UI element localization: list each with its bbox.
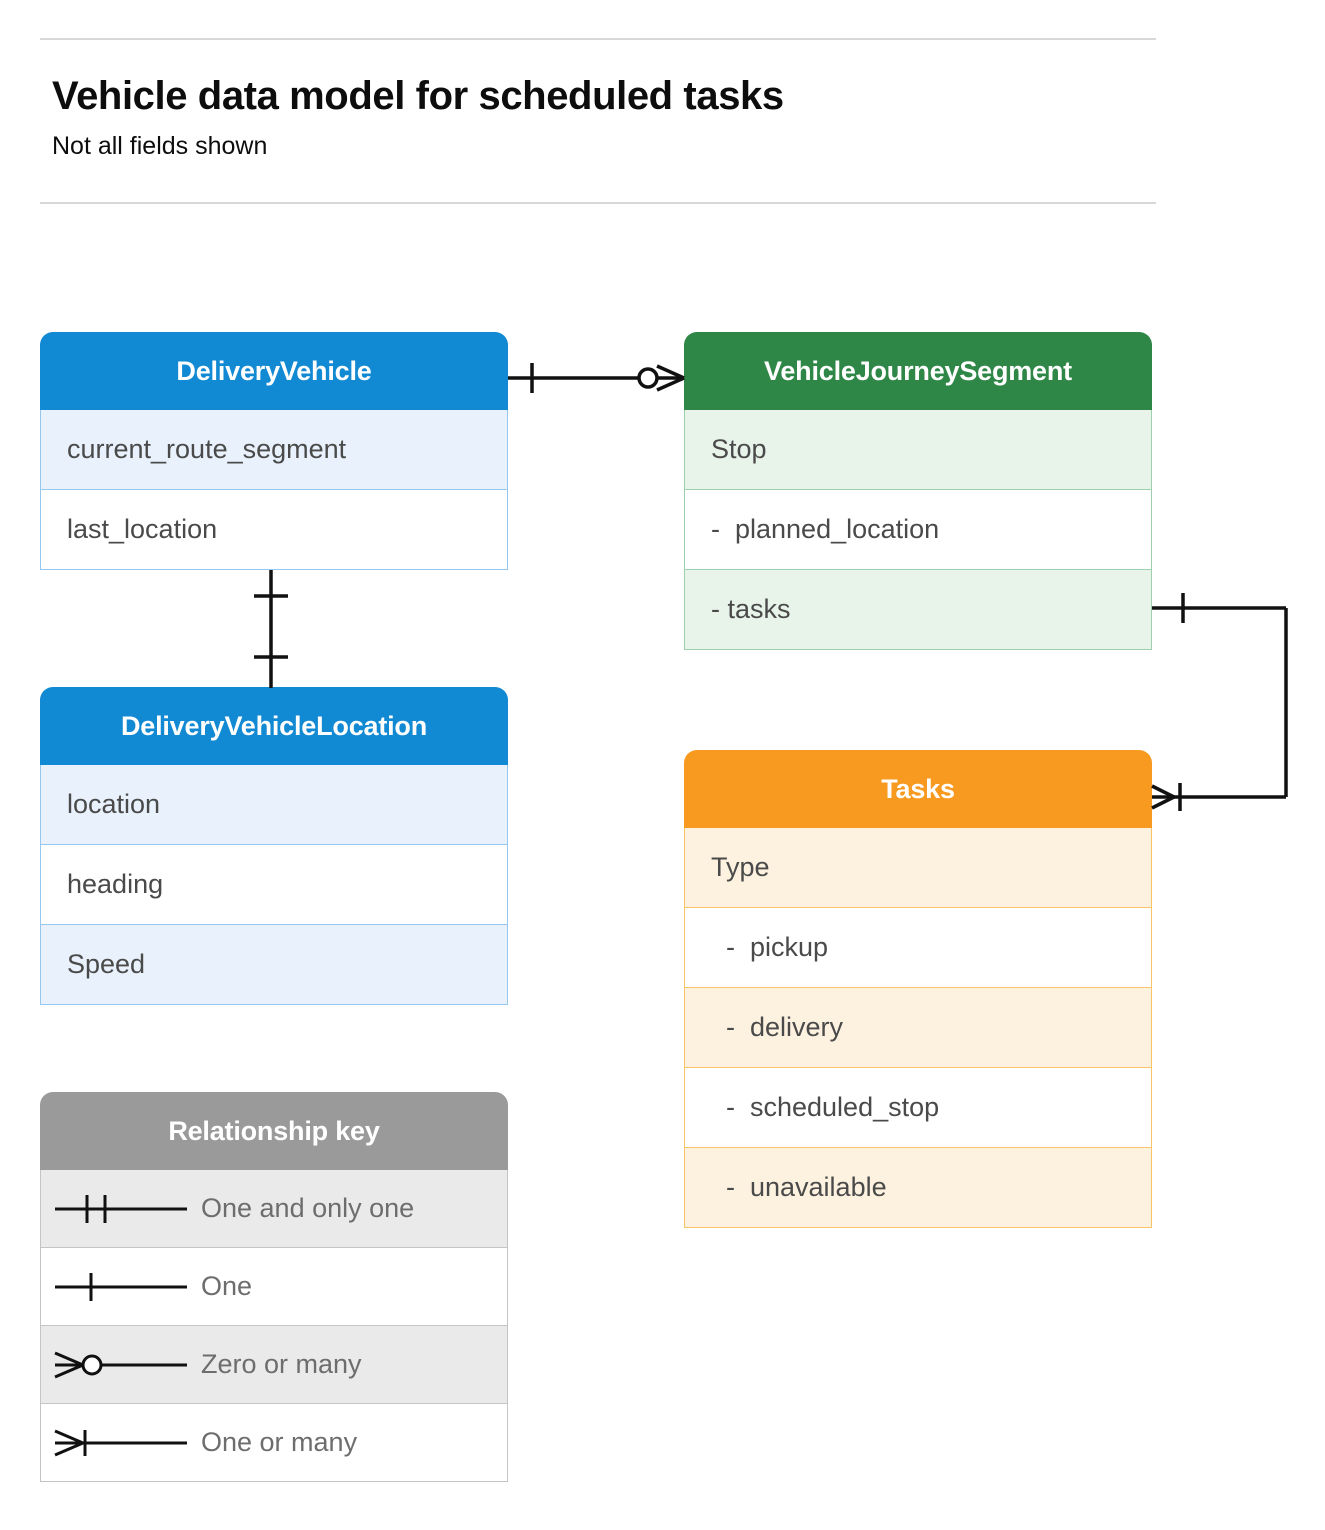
entity-title-delivery-vehicle: DeliveryVehicle <box>40 332 508 410</box>
legend-relationship-key[interactable]: Relationship key One and only one One <box>40 1092 508 1482</box>
legend-row: One or many <box>40 1404 508 1482</box>
entity-title-delivery-vehicle-location: DeliveryVehicleLocation <box>40 687 508 765</box>
entity-field-row: Stop <box>684 410 1152 490</box>
entity-field-row: - planned_location <box>684 490 1152 570</box>
legend-label: Zero or many <box>201 1349 362 1379</box>
entity-title-tasks: Tasks <box>684 750 1152 828</box>
entity-field-row: - delivery <box>684 988 1152 1068</box>
legend-row: One and only one <box>40 1170 508 1248</box>
legend-row: Zero or many <box>40 1326 508 1404</box>
page-subtitle: Not all fields shown <box>52 132 268 160</box>
connector-deliveryvehicle-vehiclelocation <box>254 570 288 688</box>
entity-field-row: current_route_segment <box>40 410 508 490</box>
one-and-only-one-icon <box>41 1189 201 1229</box>
entity-field-row: Speed <box>40 925 508 1005</box>
one-or-many-icon <box>41 1423 201 1463</box>
entity-field-row: heading <box>40 845 508 925</box>
zero-or-many-icon <box>41 1345 201 1385</box>
entity-tasks[interactable]: Tasks Type - pickup - delivery - schedul… <box>684 750 1152 1228</box>
header-divider-top <box>40 38 1156 40</box>
entity-field-row: - unavailable <box>684 1148 1152 1228</box>
entity-field-row: last_location <box>40 490 508 570</box>
connector-deliveryvehicle-journeysegment <box>508 363 685 393</box>
legend-label: One and only one <box>201 1193 415 1223</box>
legend-title: Relationship key <box>40 1092 508 1170</box>
entity-field-row: location <box>40 765 508 845</box>
entity-title-vehicle-journey-segment: VehicleJourneySegment <box>684 332 1152 410</box>
entity-field-row: - pickup <box>684 908 1152 988</box>
entity-field-row: Type <box>684 828 1152 908</box>
page-title: Vehicle data model for scheduled tasks <box>52 74 784 118</box>
legend-row: One <box>40 1248 508 1326</box>
connector-journeysegment-tasks <box>1151 593 1288 811</box>
entity-delivery-vehicle-location[interactable]: DeliveryVehicleLocation location heading… <box>40 687 508 1005</box>
legend-label: One or many <box>201 1427 358 1457</box>
one-icon <box>41 1267 201 1307</box>
entity-delivery-vehicle[interactable]: DeliveryVehicle current_route_segment la… <box>40 332 508 570</box>
header-divider-bottom <box>40 202 1156 204</box>
entity-vehicle-journey-segment[interactable]: VehicleJourneySegment Stop - planned_loc… <box>684 332 1152 650</box>
entity-field-row: - tasks <box>684 570 1152 650</box>
entity-field-row: - scheduled_stop <box>684 1068 1152 1148</box>
legend-label: One <box>201 1271 253 1301</box>
